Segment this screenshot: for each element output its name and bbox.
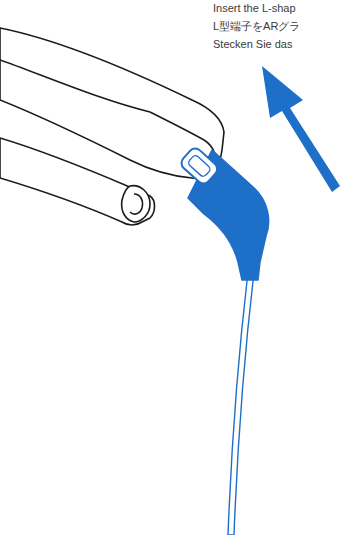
insert-arrow xyxy=(262,66,340,192)
instruction-text: Stecken Sie das xyxy=(213,38,293,51)
cable xyxy=(228,272,254,535)
instruction-text: Insert the L-shap xyxy=(213,2,296,15)
l-connector xyxy=(179,146,269,280)
instruction-text: L型端子をARグラ xyxy=(213,20,300,33)
